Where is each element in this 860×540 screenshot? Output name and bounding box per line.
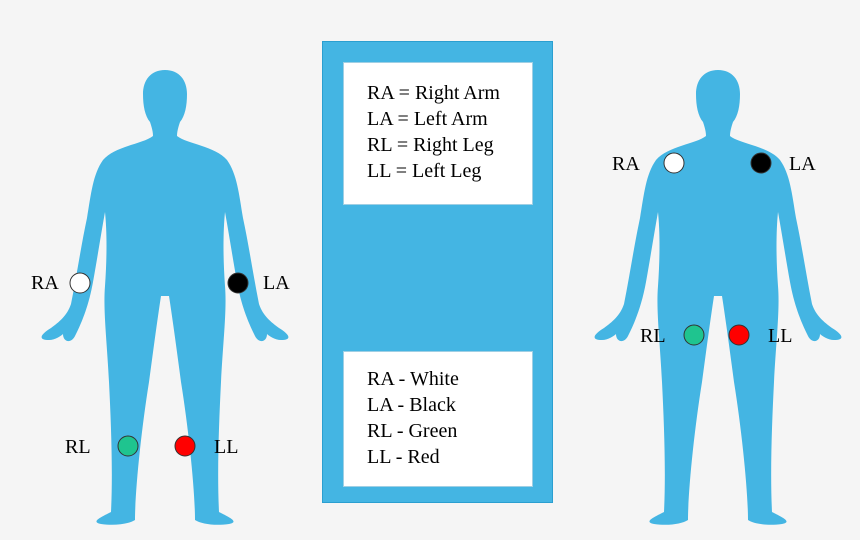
legend-panel: RA = Right Arm LA = Left Arm RL = Right …: [322, 41, 553, 503]
right-figure-ra-label: RA: [612, 153, 640, 175]
left-figure-la-electrode: [227, 272, 249, 294]
left-figure-ll-label: LL: [214, 436, 239, 458]
legend-ll-meaning: LL = Left Leg: [367, 160, 482, 182]
left-figure-ra-electrode: [69, 272, 91, 294]
abbreviation-legend-box: RA = Right Arm LA = Left Arm RL = Right …: [343, 62, 533, 205]
legend-la-color: LA - Black: [367, 394, 456, 416]
right-figure-rl-label: RL: [640, 325, 666, 347]
color-legend-box: RA - White LA - Black RL - Green LL - Re…: [343, 351, 533, 487]
right-figure-ll-label: LL: [768, 325, 793, 347]
legend-rl-meaning: RL = Right Leg: [367, 134, 494, 156]
legend-ra-color: RA - White: [367, 368, 459, 390]
right-figure-ra-electrode: [663, 152, 685, 174]
left-figure-la-label: LA: [263, 272, 290, 294]
legend-ra-meaning: RA = Right Arm: [367, 82, 500, 104]
left-figure-rl-label: RL: [65, 436, 91, 458]
right-figure-la-electrode: [750, 152, 772, 174]
legend-rl-color: RL - Green: [367, 420, 458, 442]
left-figure-rl-electrode: [117, 435, 139, 457]
right-figure-rl-electrode: [683, 324, 705, 346]
legend-la-meaning: LA = Left Arm: [367, 108, 488, 130]
left-figure-ll-electrode: [174, 435, 196, 457]
left-figure-ra-label: RA: [31, 272, 59, 294]
right-body-silhouette: [594, 70, 842, 525]
right-figure-ll-electrode: [728, 324, 750, 346]
legend-ll-color: LL - Red: [367, 446, 440, 468]
right-figure-la-label: LA: [789, 153, 816, 175]
